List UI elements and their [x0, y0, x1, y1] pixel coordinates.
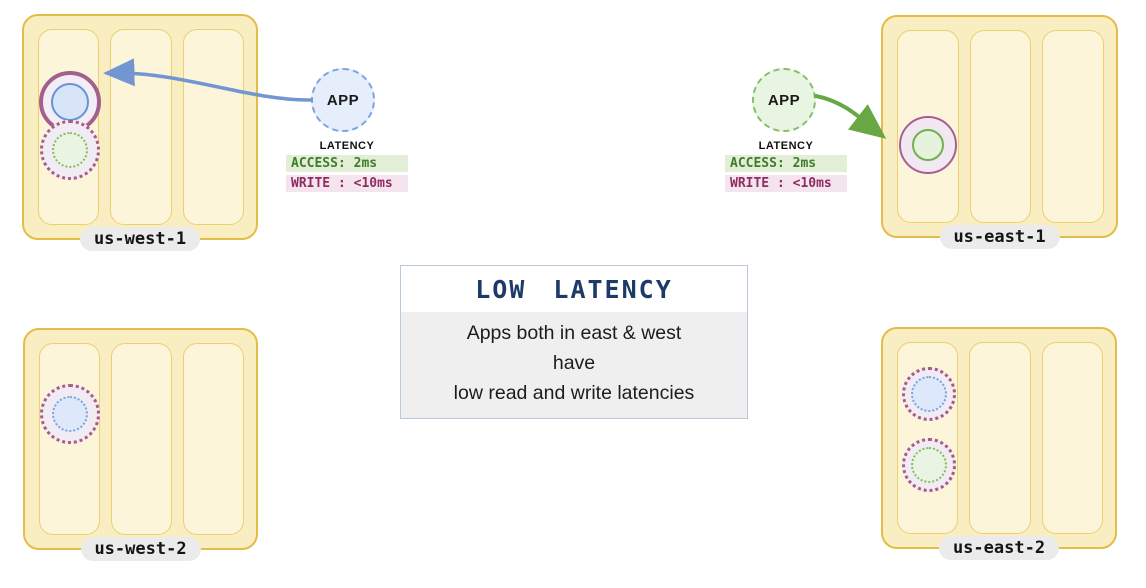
- green-data-core: [52, 132, 88, 168]
- app-circle-east: APP: [752, 68, 816, 132]
- region-us-east-1: us-east-1: [881, 15, 1118, 249]
- blue-data-core: [51, 83, 89, 121]
- callout-line: Apps both in east & west: [466, 322, 682, 344]
- access-latency-badge: ACCESS: 2ms: [286, 155, 408, 172]
- low-latency-callout: LOW LATENCY Apps both in east & west hav…: [400, 265, 748, 419]
- region-label: us-west-1: [79, 227, 201, 251]
- app-circle-west: APP: [311, 68, 375, 132]
- latency-title: LATENCY: [319, 140, 375, 152]
- app-to-east-leader-arrow: [814, 94, 887, 139]
- region-us-west-2: us-west-2: [23, 328, 258, 561]
- blue-data-core: [52, 396, 88, 432]
- replica-node-blue: [40, 384, 100, 444]
- replica-node-green: [902, 438, 956, 492]
- green-data-core: [911, 447, 947, 483]
- region-label: us-east-2: [938, 536, 1060, 560]
- availability-zone: [110, 29, 172, 225]
- replica-node-green: [40, 120, 100, 180]
- callout-line: have: [552, 352, 596, 374]
- access-latency-badge: ACCESS: 2ms: [725, 155, 847, 172]
- availability-zone: [182, 29, 244, 225]
- region-label: us-east-1: [939, 225, 1060, 249]
- region-label: us-west-2: [80, 537, 201, 561]
- availability-zones: [883, 329, 1115, 547]
- latency-panel-west: LATENCY ACCESS: 2ms WRITE : <10ms: [286, 140, 408, 192]
- region-us-east-2: us-east-2: [881, 327, 1117, 560]
- callout-body: Apps both in east & west have low read a…: [401, 312, 747, 418]
- replica-node-blue: [902, 367, 956, 421]
- latency-title: LATENCY: [758, 140, 814, 152]
- availability-zone: [1042, 30, 1105, 223]
- green-data-core: [912, 129, 944, 161]
- region-us-west-1: us-west-1: [22, 14, 258, 251]
- write-latency-badge: WRITE : <10ms: [725, 175, 847, 192]
- leader-node-green: [899, 116, 957, 174]
- blue-data-core: [911, 376, 947, 412]
- availability-zones: [25, 330, 256, 548]
- availability-zone: [111, 343, 172, 535]
- availability-zone: [969, 342, 1031, 534]
- callout-title: LOW LATENCY: [475, 275, 673, 304]
- availability-zone: [183, 343, 244, 535]
- write-latency-badge: WRITE : <10ms: [286, 175, 408, 192]
- availability-zone: [969, 30, 1032, 223]
- latency-panel-east: LATENCY ACCESS: 2ms WRITE : <10ms: [725, 140, 847, 192]
- availability-zone: [1041, 342, 1103, 534]
- callout-line: low read and write latencies: [453, 382, 695, 404]
